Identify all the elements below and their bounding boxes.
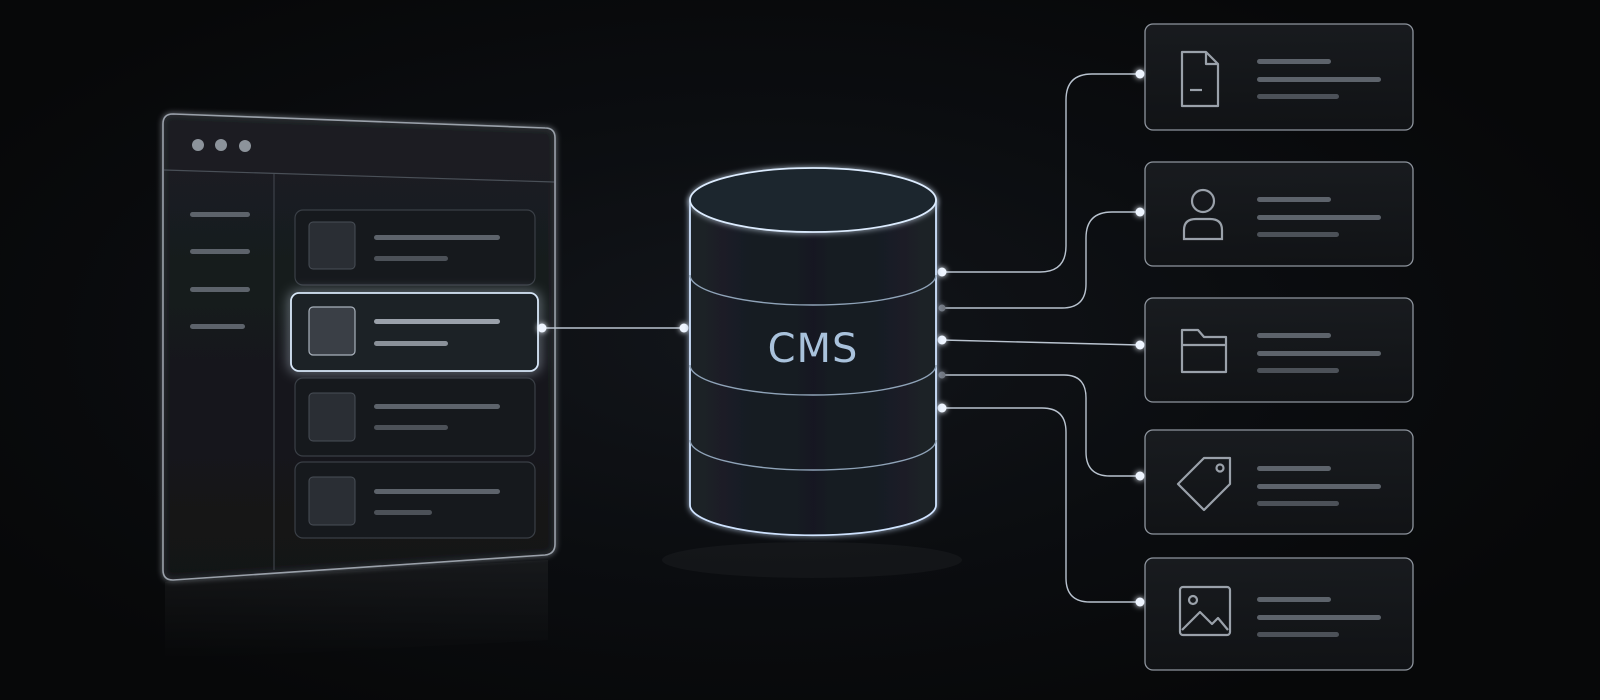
- list-row-4[interactable]: [294, 461, 536, 539]
- sidebar-item-1[interactable]: [190, 212, 250, 217]
- title-bar-divider: [163, 169, 555, 183]
- image-icon: [1178, 585, 1232, 637]
- row-title-line: [374, 404, 500, 409]
- database-body: [689, 199, 937, 537]
- row-title-line: [374, 235, 500, 240]
- database-top: [689, 167, 937, 233]
- connector-nodes: [537, 69, 1145, 607]
- sidebar-item-3[interactable]: [190, 287, 250, 292]
- content-card-image[interactable]: [1144, 557, 1414, 671]
- connector-document: [942, 73, 1140, 273]
- window-dot-maximize[interactable]: [239, 140, 251, 152]
- row-title-line: [374, 319, 500, 324]
- row-subtitle-line: [374, 341, 448, 346]
- database-shadow: [662, 542, 962, 578]
- thumbnail: [308, 306, 356, 356]
- database-label: CMS: [768, 326, 859, 372]
- folder-icon: [1180, 328, 1228, 374]
- app-window: [162, 113, 556, 660]
- database-band-1: [689, 274, 937, 306]
- connectors: [542, 73, 1141, 603]
- database-band-3: [689, 439, 937, 471]
- connector-tag: [942, 374, 1140, 477]
- connector-image: [942, 407, 1140, 603]
- thumbnail: [308, 476, 356, 526]
- window-dot-minimize[interactable]: [215, 139, 227, 151]
- row-subtitle-line: [374, 425, 448, 430]
- connector-user: [942, 211, 1140, 309]
- list-row-selected[interactable]: [290, 292, 539, 372]
- cms-database[interactable]: CMS: [662, 167, 962, 578]
- content-card-document[interactable]: [1144, 23, 1414, 131]
- database-band-2: [689, 364, 937, 396]
- row-subtitle-line: [374, 510, 432, 515]
- content-card-tag[interactable]: [1144, 429, 1414, 535]
- list-row-3[interactable]: [294, 377, 536, 457]
- tag-icon: [1176, 456, 1232, 512]
- thumbnail: [308, 221, 356, 270]
- sidebar-item-2[interactable]: [190, 249, 250, 254]
- content-card-folder[interactable]: [1144, 297, 1414, 403]
- content-card-user[interactable]: [1144, 161, 1414, 267]
- thumbnail: [308, 392, 356, 442]
- document-icon: [1180, 50, 1220, 108]
- app-window-reflection: [165, 560, 548, 660]
- content-type-cards: [1144, 23, 1414, 671]
- row-subtitle-line: [374, 256, 448, 261]
- connector-folder: [941, 339, 1141, 346]
- user-icon: [1182, 188, 1224, 241]
- list-row-1[interactable]: [294, 209, 536, 286]
- window-dot-close[interactable]: [192, 139, 204, 151]
- row-title-line: [374, 489, 500, 494]
- sidebar-item-4[interactable]: [190, 324, 245, 329]
